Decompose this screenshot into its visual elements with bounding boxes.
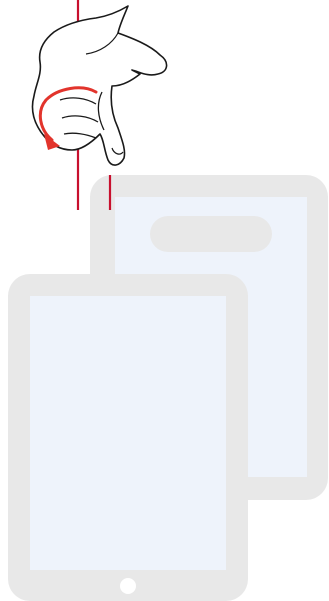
front-tablet-home-button xyxy=(120,578,136,594)
front-tablet-screen xyxy=(30,296,226,570)
front-tablet-icon xyxy=(8,274,248,601)
back-tablet-home-pill xyxy=(150,216,272,252)
